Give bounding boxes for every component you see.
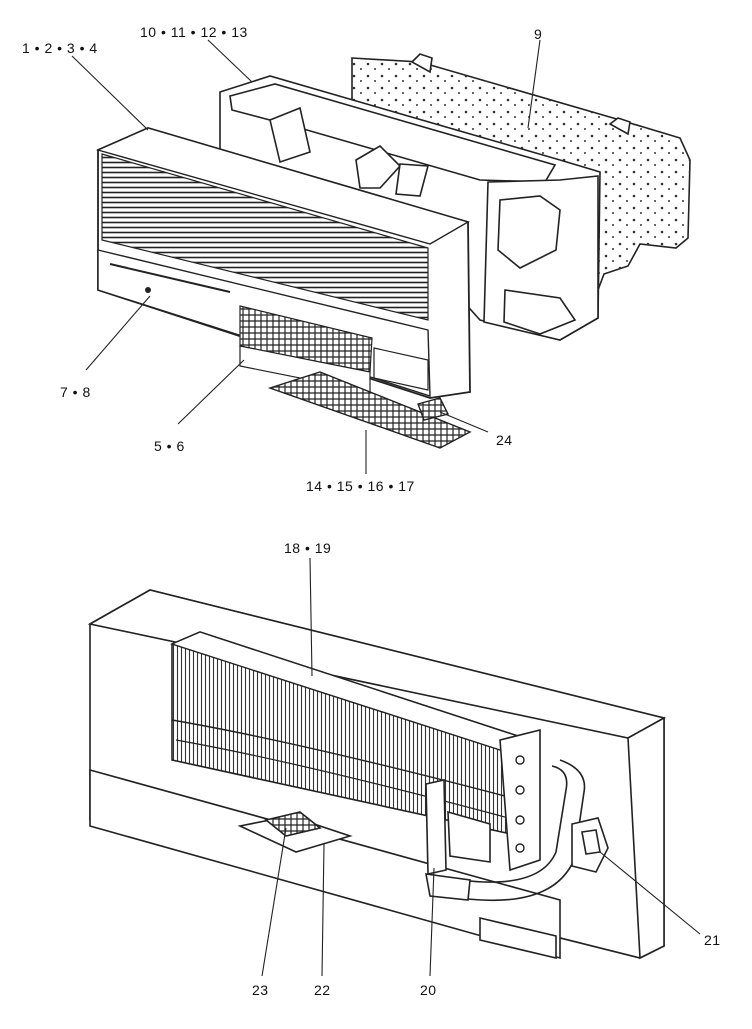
callout-7-8: 7 • 8	[60, 384, 91, 400]
leader-lines-bottom	[261, 557, 701, 977]
callout-18-19: 18 • 19	[284, 540, 332, 556]
leader-lines-top	[71, 39, 541, 474]
deodorizing-filter	[417, 397, 450, 421]
callout-24: 24	[496, 432, 513, 448]
sensor-block	[425, 779, 491, 901]
callout-9: 9	[534, 26, 543, 42]
callout-23: 23	[252, 982, 269, 998]
callout-20: 20	[420, 982, 437, 998]
front-panel	[95, 127, 471, 399]
drain-pan-parts	[237, 811, 353, 853]
pipe-clamp	[571, 817, 609, 873]
callout-1-2-3-4: 1 • 2 • 3 • 4	[22, 40, 98, 56]
callout-21: 21	[704, 932, 721, 948]
callout-10-11-12-13: 10 • 11 • 12 • 13	[140, 24, 248, 40]
air-filter	[267, 371, 472, 449]
callout-22: 22	[314, 982, 331, 998]
callout-14-15-16-17: 14 • 15 • 16 • 17	[306, 478, 415, 494]
callout-5-6: 5 • 6	[154, 438, 185, 454]
